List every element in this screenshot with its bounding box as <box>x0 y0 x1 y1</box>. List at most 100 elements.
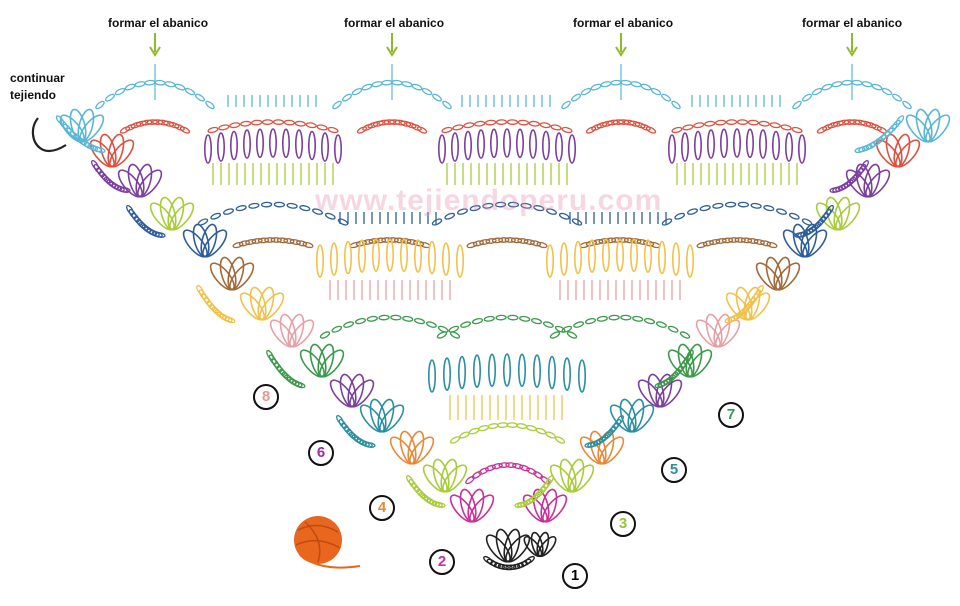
chain-stitch <box>590 83 602 91</box>
chain-stitch <box>299 205 311 212</box>
chain-stitch <box>498 237 510 243</box>
chain-stitch <box>152 119 164 125</box>
chain-stitch <box>179 126 191 134</box>
chain-stitch <box>520 202 532 209</box>
shell-petal <box>379 404 405 433</box>
chain-stitch <box>491 237 504 244</box>
lime-posts-2 <box>446 163 568 185</box>
chain-stitch <box>539 122 551 129</box>
chain-stitch <box>406 475 414 485</box>
chain-stitch <box>530 240 542 247</box>
chain-stitch <box>737 201 750 208</box>
chain-stitch <box>861 160 869 170</box>
chain-stitch <box>201 293 210 304</box>
chain-stitch <box>452 124 464 131</box>
chain-stitch <box>549 331 561 339</box>
chain-stitch <box>331 325 343 333</box>
red-chain-3 <box>585 119 657 134</box>
chain-stitch <box>880 131 891 140</box>
chain-stitch <box>591 123 602 131</box>
chain-stitch <box>634 121 646 129</box>
chain-stitch <box>780 124 792 131</box>
fan-stitch <box>442 357 451 391</box>
chain-stitch <box>636 239 648 245</box>
fan-stitch <box>441 242 450 276</box>
yellow-center-posts <box>449 395 563 420</box>
fan-stitch <box>745 128 754 159</box>
chain-stitch <box>851 79 863 86</box>
chain-stitch <box>514 502 526 508</box>
chain-stitch <box>530 318 543 325</box>
chain-stitch <box>794 232 806 238</box>
chain-stitch <box>119 187 131 193</box>
chain-stitch <box>704 120 716 127</box>
chain-stitch <box>516 423 528 430</box>
chain-stitch <box>144 79 156 86</box>
chain-stitch <box>792 100 802 110</box>
red-chain-2 <box>356 119 428 134</box>
shell-petal <box>865 169 891 198</box>
chain-stitch <box>494 201 507 208</box>
fan-stitch <box>685 244 694 278</box>
chain-stitch <box>620 314 632 321</box>
chain-stitch <box>629 120 641 127</box>
right-edge-chain-5 <box>654 349 694 389</box>
chain-stitch <box>526 467 537 475</box>
chain-stitch <box>484 119 497 126</box>
fan-stitch <box>243 129 252 159</box>
chain-stitch <box>816 126 828 134</box>
chain-stitch <box>571 218 583 226</box>
chain-stitch <box>457 208 468 215</box>
chain-stitch <box>827 121 839 129</box>
brown-chain-5 <box>696 237 778 249</box>
chain-stitch <box>444 212 456 220</box>
chain-stitch <box>469 205 481 212</box>
chain-stitch <box>596 315 608 322</box>
magenta-center-arc <box>465 462 550 485</box>
pink-posts-2 <box>559 280 681 300</box>
chain-stitch <box>91 160 99 170</box>
chain-stitch <box>881 87 893 96</box>
right-edge-shell-8 <box>695 313 741 348</box>
fan-stitch <box>545 244 554 278</box>
chain-stitch <box>854 146 866 154</box>
chain-stitch <box>432 93 442 102</box>
chain-stitch <box>327 126 339 134</box>
chain-stitch <box>251 238 263 244</box>
fan-stitch <box>413 239 422 273</box>
chain-stitch <box>671 100 681 110</box>
chain-stitch <box>543 479 552 489</box>
chain-stitch <box>130 121 142 129</box>
chain-stitch <box>73 134 83 143</box>
fan-stitch <box>554 132 563 162</box>
chain-stitch <box>838 119 850 126</box>
fan-stitch <box>315 244 324 278</box>
chain-stitch <box>232 241 244 249</box>
shell-petal <box>599 436 625 465</box>
left-edge-chain-1 <box>55 115 106 154</box>
fan-stitch <box>601 238 610 273</box>
chain-stitch <box>546 208 557 215</box>
top-small-posts-1 <box>227 95 317 107</box>
fan-stitch <box>502 353 511 387</box>
chain-stitch <box>687 208 698 215</box>
chain-stitch <box>146 119 158 125</box>
chain-stitch <box>442 100 452 110</box>
fan-label-3: formar el abanico <box>573 16 674 30</box>
purple-fan-1 <box>204 128 342 164</box>
chain-stitch <box>257 237 270 244</box>
purple-fan-3 <box>667 128 806 164</box>
shell-petal <box>775 262 801 291</box>
continue-note: continuar tejiendo <box>10 71 65 102</box>
chain-stitch <box>650 87 662 96</box>
chain-stitch <box>554 436 566 444</box>
chain-stitch <box>466 241 478 249</box>
chain-stitch <box>661 93 671 102</box>
chain-stitch <box>811 87 823 96</box>
left-edge-shell-11 <box>359 398 405 433</box>
red-chain-4 <box>816 119 888 134</box>
chain-stitch <box>157 119 169 126</box>
fan-stitch <box>562 357 571 391</box>
chain-stitch <box>400 120 412 127</box>
